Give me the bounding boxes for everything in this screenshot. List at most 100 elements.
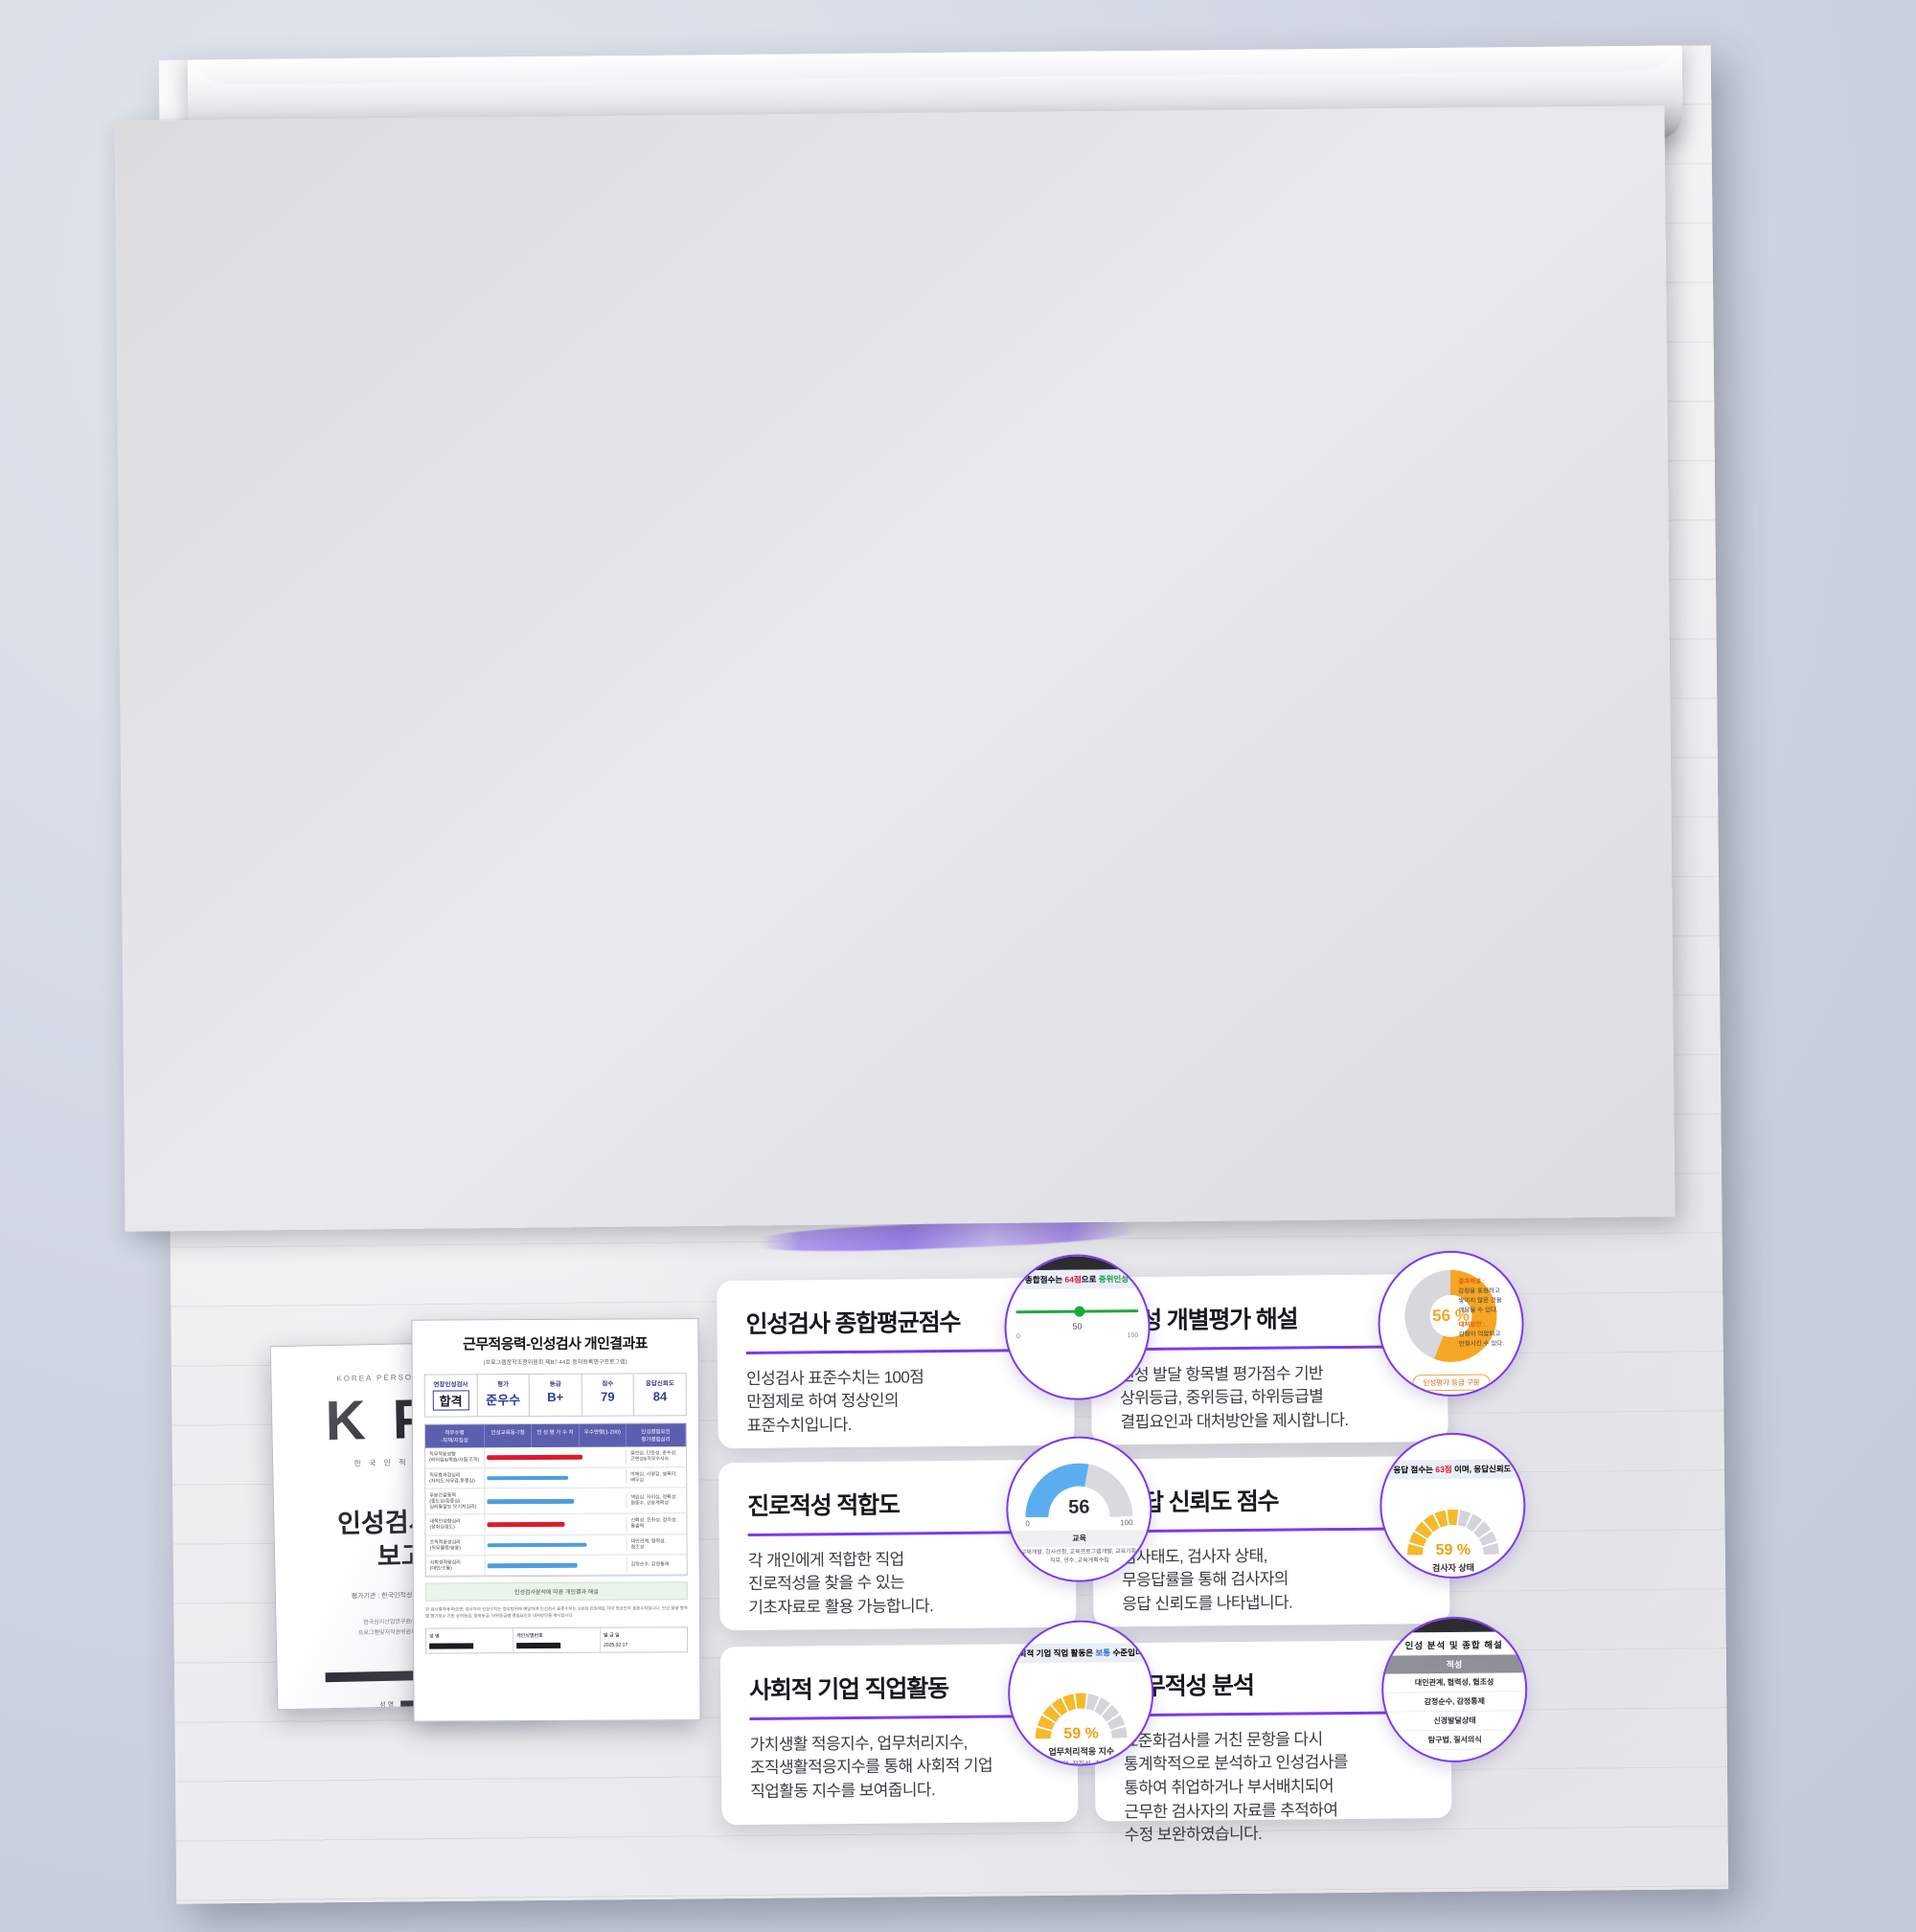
aptitude-row-3: 탐구법, 질서의식 xyxy=(1383,1730,1526,1751)
banner-mid: 으로 xyxy=(1081,1274,1099,1284)
bar-track xyxy=(485,1493,627,1510)
bar-row-label: 무분간갈등력 (중도심/집중심/, 심리통찰능 모기치심리) xyxy=(425,1489,486,1514)
chart-bubble-response-reliability: 응답 점수는 63점 이며, 응답신뢰도 59 % 검사자 상태 검사집중, 회… xyxy=(1379,1432,1527,1580)
sign-date-value: 2025.02.17 xyxy=(604,1642,628,1648)
summary-cell-3: 점수 79 xyxy=(582,1374,635,1417)
under-sheet xyxy=(114,105,1676,1232)
summary-head-1: 평가 xyxy=(497,1381,510,1389)
table-row: 조직적응성심리 (직무열정/응용) 대인관계, 협력성, 협조성 xyxy=(425,1534,687,1557)
slider-ticks: 0 100 xyxy=(1016,1332,1138,1340)
bar-head-3: 우수연령(1-200) xyxy=(579,1423,627,1448)
gauge-caption: 교육 xyxy=(1008,1530,1151,1548)
gauge-max: 100 xyxy=(1120,1518,1133,1528)
aptitude-column-header: 적성 xyxy=(1382,1654,1526,1674)
gauge-subtext: 교재개발, 강사선정, 교육프로그램개발, 교육기획, 직무, 연수, 교육계획… xyxy=(1020,1549,1138,1565)
aptitude-row-2: 신경발달상태 xyxy=(1383,1711,1526,1732)
segment-label: 검사자 상태 xyxy=(1431,1562,1474,1574)
document-result-sheet: 근무적응력-인성검사 개인결과표 (프로그램창작조정위원회 제B7 44호 등의… xyxy=(411,1318,701,1722)
banner-prefix: 사회적 기업 직업 활동은 xyxy=(1011,1648,1096,1659)
bubble-4-banner: 사회적 기업 직업 활동은 보통 수준입니다. xyxy=(1009,1643,1152,1664)
segment-label: 업무처리적응 지수 xyxy=(1048,1746,1115,1758)
card-1-title: 인성 개별평가 해설 xyxy=(1119,1306,1298,1335)
bubble-5-inner: 인성 분석 및 종합 해설 적성 대인관계, 협력성, 협조성 감정순수, 감정… xyxy=(1382,1618,1526,1761)
donut-chart: 56 % xyxy=(1403,1269,1497,1363)
bar-fill xyxy=(487,1542,587,1548)
card-4-title: 사회적 기업 직업활동 xyxy=(749,1675,948,1705)
slider-tick-min: 0 xyxy=(1015,1333,1020,1341)
segment-gauge: 59 % xyxy=(1403,1504,1503,1558)
summary-cell-1: 평가 준우수 xyxy=(477,1375,531,1417)
card-3-rule xyxy=(1121,1527,1423,1534)
bar-track xyxy=(485,1516,627,1533)
bar-fill xyxy=(487,1499,575,1505)
aptitude-row-0: 대인관계, 협력성, 협조성 xyxy=(1383,1672,1526,1693)
aptitude-table: 인성 분석 및 종합 해설 적성 대인관계, 협력성, 협조성 감정순수, 감정… xyxy=(1382,1631,1526,1751)
bar-track xyxy=(485,1537,627,1553)
summary-value-4: 84 xyxy=(652,1389,668,1404)
bar-row-label: 직무적응성향 (리더십&/학습/자질,조직) xyxy=(425,1447,486,1468)
chart-bubble-job-aptitude: 인성 분석 및 종합 해설 적성 대인관계, 협력성, 협조성 감정순수, 감정… xyxy=(1380,1616,1528,1763)
table-row: 직무적응성향 (리더십&/학습/자질,조직) 일반심, 단정성, 준수성, 근면성… xyxy=(425,1446,687,1469)
bubble-5-topbar xyxy=(1382,1618,1525,1633)
career-gauge: 56 xyxy=(1024,1463,1133,1520)
summary-value-3: 79 xyxy=(601,1389,615,1404)
sign-name-redaction xyxy=(429,1643,474,1649)
summary-head-3: 점수 xyxy=(602,1380,614,1388)
gauge-range: 0 100 xyxy=(1025,1518,1132,1528)
table-row: 직무효과검심리 (자의도,사무감,투쟁심)박애심, 사명감, 설혹의, 배우심 xyxy=(425,1466,687,1489)
doc-result-paragraph: 위 검사결과에 따르면, 검사자의 인성수치는 정상범위에 해당하며 인성검사 … xyxy=(424,1605,688,1619)
card-3-title: 응답 신뢰도 점수 xyxy=(1121,1488,1279,1517)
donut-pill-label: 인성평가 등급 구분 xyxy=(1412,1374,1491,1392)
segment-percent: 59 % xyxy=(1435,1542,1471,1559)
bar-row-label: 직무효과검심리 (자의도,사무감,투쟁심) xyxy=(425,1468,486,1489)
card-1-rule xyxy=(1119,1345,1421,1352)
table-row: 사회성적응심리 (대인/소통)감정순수, 감정통제 xyxy=(425,1555,687,1577)
slider-knob xyxy=(1074,1306,1085,1317)
doc-bar-table: 적무수행 -직책/지침성 인성교육등-7점 인 성 평 가 수 치 우수연령(1… xyxy=(423,1422,688,1578)
chart-bubble-career-fit: 56 0 100 교육 교재개발, 강사선정, 교육프로그램개발, 교육기획, … xyxy=(1005,1436,1153,1583)
chart-bubble-social-enterprise: 사회적 기업 직업 활동은 보통 수준입니다. 59 % 업무처리적응 지수 책… xyxy=(1007,1620,1154,1767)
bar-fill xyxy=(487,1455,583,1461)
card-2-rule xyxy=(747,1531,1049,1536)
table-row: 무분간갈등력 (중도심/집중심/, 심리통찰능 모기치심리) 책임심, 자의심, … xyxy=(425,1488,687,1515)
banner-score: 64점 xyxy=(1064,1274,1082,1285)
summary-head-2: 등급 xyxy=(549,1381,561,1389)
aptitude-row-1: 감정순수, 감정통제 xyxy=(1383,1692,1526,1713)
bar-track xyxy=(485,1470,627,1486)
doc-result-note: (프로그램창작조정위원회 제B7 44호 등의등록연구프로그램) xyxy=(483,1359,627,1367)
sign-cell-name: 성 명 xyxy=(426,1628,514,1653)
bubble-0-inner: 종합점수는 64점으로 중위인성 50 0 100 xyxy=(1005,1256,1149,1398)
aptitude-heading: 인성 분석 및 종합 해설 xyxy=(1404,1640,1503,1652)
sign-id-label: 개인식별번호 xyxy=(516,1632,543,1640)
summary-cell-0: 연장인성검사 합격 xyxy=(424,1375,478,1417)
bar-row-comment: 일반심, 단정성, 준수성, 근면성&직무수시쓰 xyxy=(630,1450,677,1464)
gauge-value: 56 xyxy=(1068,1496,1090,1519)
bar-fill xyxy=(487,1522,565,1528)
banner-grade: 보통 xyxy=(1095,1648,1111,1658)
card-5-desc: 표준화검사를 거친 문항을 다시 통계학적으로 분석하고 인성검사를 통하여 취… xyxy=(1123,1730,1348,1845)
bar-head-1: 인성교육등-7점 xyxy=(484,1424,533,1448)
bar-row-comment: 대인관계, 협력성, 협조성 xyxy=(630,1538,666,1551)
bar-row-comment: 책임심, 자의심, 정확성, 협동수, 상응계획성 xyxy=(630,1494,677,1507)
summary-value-2: B+ xyxy=(547,1390,564,1405)
bubble-1-inner: 56 % 결과해설 : 감정을 표현하고 쌓이지 않은 것을 깨달을 수 있다.… xyxy=(1380,1253,1522,1396)
doc-result-title: 근무적응력-인성검사 개인결과표 xyxy=(463,1335,648,1353)
banner-prefix: 응답 점수는 xyxy=(1393,1465,1436,1475)
bar-row-label: 내적인성향심리 (성취심성도) xyxy=(425,1514,486,1535)
bottom-section: KOREA PERSONALITY TEST K P T 한 국 인 적 성 연… xyxy=(171,1250,1727,1845)
bubble-3-banner: 응답 점수는 63점 이며, 응답신뢰도 xyxy=(1380,1459,1524,1480)
gauge-min: 0 xyxy=(1025,1519,1031,1529)
summary-head-4: 응답신뢰도 xyxy=(645,1380,674,1388)
bar-row-comment: 감정순수, 감정통제 xyxy=(630,1561,670,1568)
card-5-title: 직무적성 분석 xyxy=(1123,1672,1254,1701)
field-name-label: 성 명 xyxy=(379,1701,395,1710)
doc-summary-table: 연장인성검사 합격 평가 준우수 등급 B+ 점수 79 xyxy=(423,1373,687,1418)
bar-row-label: 조직적응성심리 (직무열정/응용) xyxy=(425,1535,486,1556)
card-1-desc: 인성 발달 항목별 평가점수 기반 상위등급, 중위등급, 하위등급별 결핍요인… xyxy=(1119,1363,1349,1432)
bubble-4-inner: 사회적 기업 직업 활동은 보통 수준입니다. 59 % 업무처리적응 지수 책… xyxy=(1009,1622,1152,1767)
slider-value-label: 50 xyxy=(1072,1321,1083,1332)
table-row: 내적인성향심리 (성취심성도)신뢰성, 진취성, 창의성, 통솔력 xyxy=(425,1513,687,1536)
summary-value-0: 합격 xyxy=(432,1390,469,1411)
